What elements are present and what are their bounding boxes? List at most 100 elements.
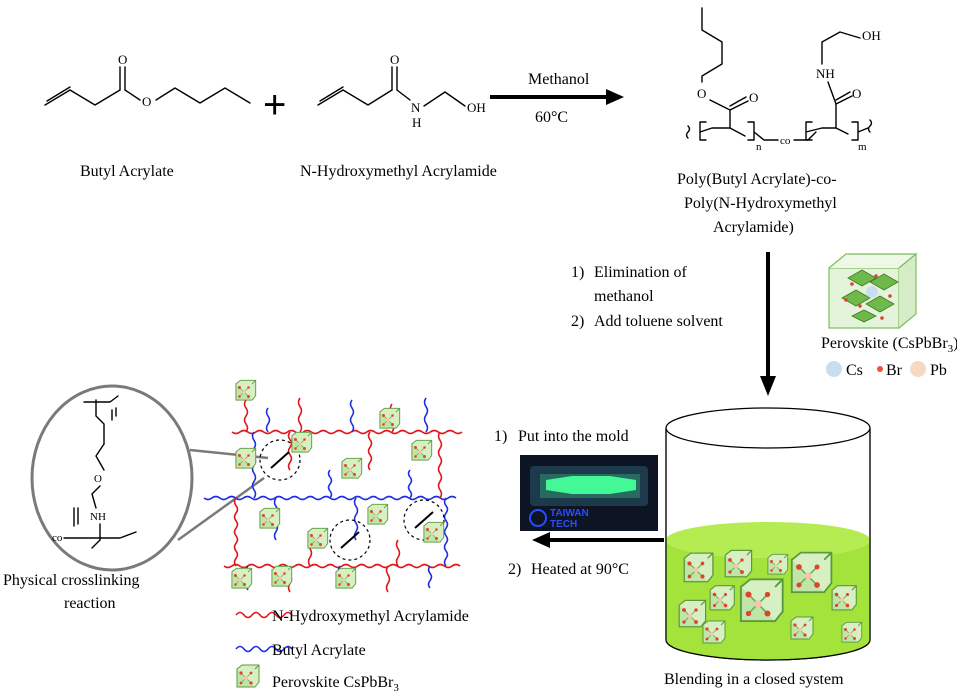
side-chain: [233, 497, 239, 567]
br-legend-dot: [877, 366, 883, 372]
step-down-2-text: Add toluene solvent: [594, 313, 723, 330]
perovskite-crystal: [379, 407, 401, 429]
step-down-2-num: 2): [571, 313, 584, 330]
carbonyl-o-label: O: [749, 90, 758, 105]
perovskite-crystal: [235, 447, 257, 469]
network-legend: N-Hydroxymethyl Acrylamide Butyl Acrylat…: [235, 608, 469, 694]
perovskite-crystal: [423, 521, 445, 543]
chain-red: [231, 429, 463, 435]
crosslink-caption-line1: Physical crosslinking: [3, 572, 139, 589]
solvent-label: Methanol: [528, 71, 590, 88]
side-chain: [327, 469, 333, 499]
crosslink-caption-line2: reaction: [64, 595, 116, 612]
product-name-line2: Poly(N-Hydroxymethyl: [684, 195, 837, 212]
cs-legend-dot: [826, 361, 842, 377]
br-legend-label: Br: [886, 362, 903, 379]
step-down-1-line1: Elimination of: [594, 264, 688, 281]
subscript-m: m: [858, 141, 867, 153]
product-name-line1: Poly(Butyl Acrylate)-co-: [677, 171, 837, 188]
zoom-o-label: O: [94, 473, 102, 485]
hydroxyl-o-label: OH: [862, 28, 881, 43]
step-down-1-line2: methanol: [594, 288, 654, 305]
crosslink-zoom-circle: O NH co: [30, 384, 269, 572]
legend-red-line: [235, 611, 293, 619]
chain-red: [223, 563, 461, 569]
perovskite-crystal: [335, 567, 357, 589]
perovskite-legend: Cs Br Pb: [826, 361, 947, 379]
side-chain: [353, 497, 359, 541]
perovskite-title: Perovskite (CsPbBr3): [821, 335, 957, 355]
side-chain: [297, 397, 303, 433]
amide-o-label: O: [852, 86, 861, 101]
cs-legend-label: Cs: [846, 362, 863, 379]
side-chain: [395, 539, 401, 567]
crosslink-bond: [340, 531, 360, 549]
beaker-caption: Blending in a closed system: [664, 671, 844, 688]
photo-brand-line1: TAIWAN: [550, 508, 589, 519]
side-chain: [427, 565, 433, 589]
blending-beaker: [665, 407, 871, 661]
subscript-n: n: [756, 141, 762, 153]
legend-ba-label: Butyl Acrylate: [272, 642, 366, 659]
perovskite-crystal: [259, 507, 281, 529]
side-chain: [385, 565, 391, 593]
amide-oxygen-label: O: [390, 52, 399, 67]
crosslink-site: [329, 519, 371, 561]
plus-sign: +: [263, 83, 286, 127]
step-left-1-num: 1): [494, 428, 507, 445]
mold-photo: TAIWAN TECH: [520, 455, 658, 531]
polymer-network: [203, 379, 463, 593]
crosslink-bond: [270, 451, 290, 469]
amide-h-label: H: [412, 115, 421, 130]
perovskite-crystal: [291, 431, 313, 453]
step-left-2-text: Heated at 90°C: [531, 561, 629, 578]
step-left-2-num: 2): [508, 561, 521, 578]
step-left-1-text: Put into the mold: [518, 428, 629, 445]
side-chain: [287, 431, 293, 471]
perovskite-crystal: [231, 567, 253, 589]
amide-nh-label: NH: [816, 66, 835, 81]
down-arrow: [760, 252, 776, 396]
legend-crystal-icon: [236, 664, 260, 688]
product-name-line3: Acrylamide): [713, 219, 794, 236]
left-arrow: [532, 532, 664, 548]
hydroxyl-label: OH: [467, 100, 486, 115]
side-chain: [423, 397, 429, 433]
perovskite-crystal: [411, 439, 433, 461]
copolymer-structure: O O n co m O NH OH: [685, 7, 881, 153]
legend-blue-line: [235, 645, 293, 653]
reaction-arrow: [490, 89, 624, 105]
ester-oxygen-label: O: [142, 94, 151, 109]
side-chain: [437, 431, 443, 499]
side-chain: [349, 399, 355, 433]
carbonyl-oxygen-label: O: [118, 52, 127, 67]
butyl-acrylate-name: Butyl Acrylate: [80, 163, 174, 180]
legend-nhma-label: N-Hydroxymethyl Acrylamide: [272, 608, 469, 625]
nhma-structure: O N H OH: [317, 52, 486, 130]
amide-n-label: N: [411, 100, 421, 115]
side-chain: [367, 431, 373, 471]
legend-perovskite-label: Perovskite CsPbBr3: [272, 674, 399, 694]
ester-o-label: O: [697, 86, 706, 101]
crosslink-site: [259, 439, 301, 481]
butyl-acrylate-structure: O O: [44, 52, 251, 109]
perovskite-crystal: [307, 527, 329, 549]
pb-legend-label: Pb: [930, 362, 947, 379]
temperature-label: 60°C: [535, 109, 568, 126]
side-chain: [265, 407, 271, 433]
crosslink-bond: [414, 511, 434, 529]
side-chain: [407, 469, 413, 499]
co-label: co: [780, 135, 791, 147]
photo-brand-line2: TECH: [550, 519, 577, 530]
side-chain: [243, 399, 249, 433]
side-chain: [443, 497, 449, 567]
perovskite-crystal: [235, 379, 257, 401]
perovskite-cube-icon: [828, 252, 918, 329]
nhma-name: N-Hydroxymethyl Acrylamide: [300, 163, 497, 180]
perovskite-crystal: [341, 457, 363, 479]
zoom-co-label: co: [52, 532, 63, 544]
pb-legend-dot: [910, 361, 926, 377]
step-down-1-num: 1): [571, 264, 584, 281]
perovskite-crystal: [367, 503, 389, 525]
